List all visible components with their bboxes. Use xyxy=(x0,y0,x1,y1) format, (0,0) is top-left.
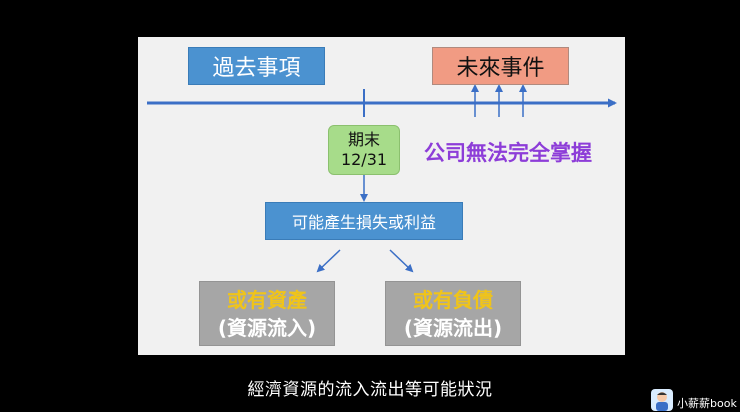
future-events-box: 未來事件 xyxy=(432,47,569,85)
channel-name: 小薪薪book xyxy=(677,397,737,410)
to-liability-arrow xyxy=(389,249,414,273)
diagram-slide: 過去事項 未來事件 期末 12/31 公司無法完全掌握 可能產生損失或利益 或有… xyxy=(138,37,625,355)
gain-loss-box: 可能產生損失或利益 xyxy=(265,202,463,240)
contingent-liability-title: 或有負債 xyxy=(413,287,493,312)
contingent-liability-box: 或有負債 (資源流出) xyxy=(385,281,521,346)
period-end-box: 期末 12/31 xyxy=(328,125,400,175)
contingent-asset-title: 或有資產 xyxy=(227,287,307,312)
past-events-box: 過去事項 xyxy=(188,47,325,85)
period-end-date: 12/31 xyxy=(340,150,388,169)
contingent-asset-box: 或有資產 (資源流入) xyxy=(199,281,335,346)
avatar-icon xyxy=(651,389,673,411)
video-subtitle: 經濟資源的流入流出等可能狀況 xyxy=(247,380,493,400)
to-asset-arrow xyxy=(316,249,341,273)
contingent-liability-sub: (資源流出) xyxy=(403,315,503,340)
period-end-title: 期末 xyxy=(347,130,380,149)
diagram-connectors xyxy=(147,84,617,273)
company-note: 公司無法完全掌握 xyxy=(424,140,592,165)
contingent-asset-sub: (資源流入) xyxy=(217,315,317,340)
